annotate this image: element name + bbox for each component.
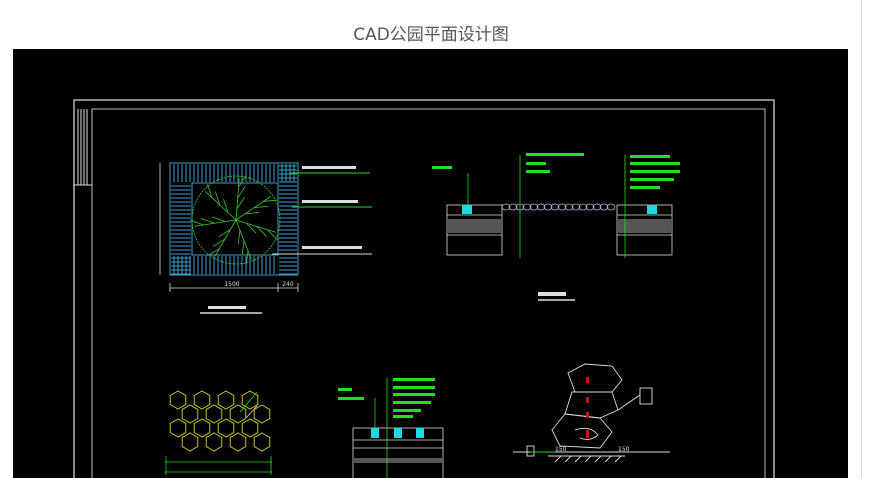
tree-symbol — [190, 175, 281, 265]
dim-1500: 1500 — [224, 281, 239, 288]
dim-240: 240 — [282, 281, 294, 288]
dim-150-left: 150 — [555, 446, 567, 453]
scrollbar-track[interactable] — [861, 0, 862, 478]
dim-150-right: 150 — [618, 446, 630, 453]
cad-drawing-svg: 1500 240 — [73, 99, 775, 478]
tree-grate — [169, 162, 299, 276]
drawing-frame — [73, 99, 775, 478]
tree-pit-plan: 1500 240 — [159, 162, 372, 314]
dimension-lines — [159, 163, 299, 314]
leader-lines — [208, 166, 372, 309]
rock-feature-elevation — [513, 363, 670, 463]
paver-section — [338, 378, 444, 478]
hex-dimensions — [165, 391, 272, 475]
pavement-section — [432, 153, 680, 301]
hex-paving-pattern — [169, 390, 271, 452]
page-title: CAD公园平面设计图 — [353, 25, 509, 45]
cad-drawing-image: 1500 240 — [13, 49, 848, 478]
